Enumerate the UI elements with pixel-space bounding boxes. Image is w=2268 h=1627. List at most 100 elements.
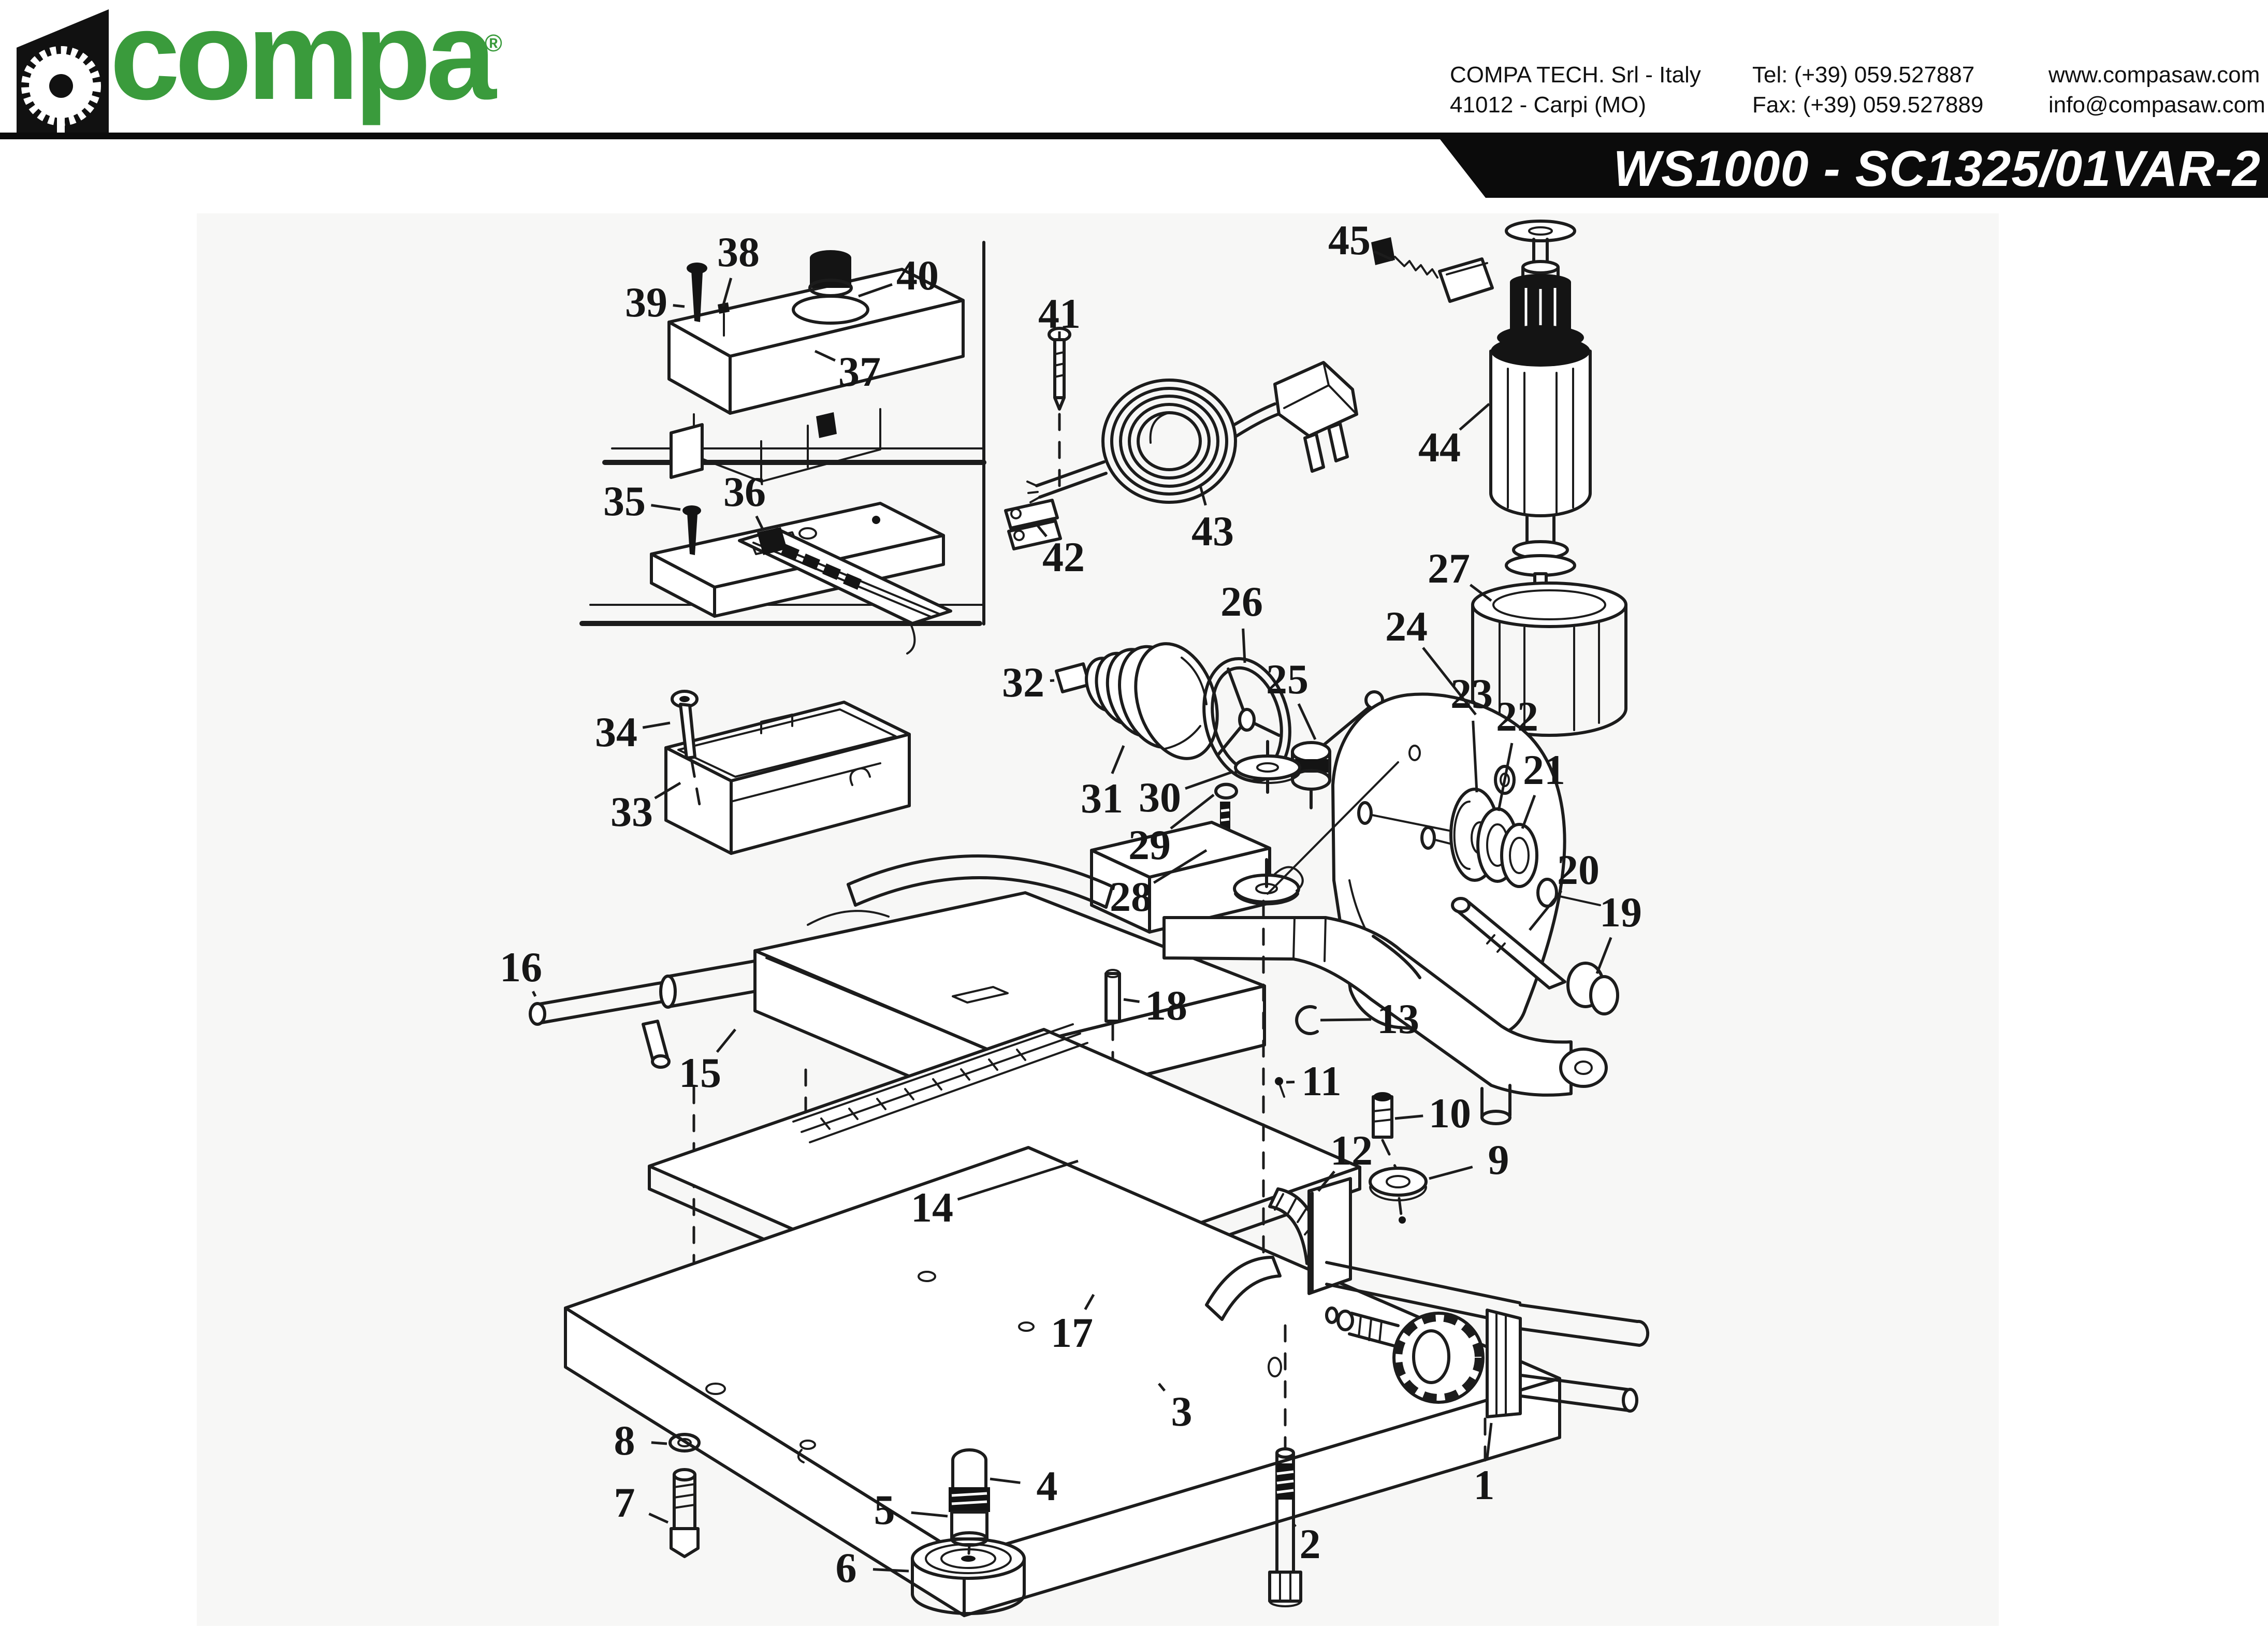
part-label-4: 4 [1036, 1462, 1058, 1509]
leader-line-21 [1521, 794, 1536, 829]
part-label-25: 25 [1266, 656, 1309, 703]
leader-lines [532, 250, 1612, 1573]
company-phone: Tel: (+39) 059.527887 Fax: (+39) 059.527… [1752, 60, 1983, 120]
part-label-26: 26 [1220, 578, 1263, 625]
wheel-ring-drawing [1202, 657, 1291, 783]
leader-line-12 [1317, 1170, 1335, 1192]
part-label-44: 44 [1418, 424, 1461, 471]
leader-line-31 [1111, 745, 1125, 774]
part-label-9: 9 [1488, 1136, 1509, 1183]
leader-line-17 [1084, 1294, 1095, 1311]
part-label-7: 7 [614, 1479, 635, 1526]
carbon-brush-drawing [1371, 237, 1494, 303]
part-label-43: 43 [1191, 507, 1234, 555]
base-drawing [564, 1146, 1561, 1617]
leader-line-15 [716, 1028, 736, 1053]
registered-trademark: ® [485, 30, 502, 56]
leader-line-38 [721, 278, 733, 307]
model-number: WS1000 - SC1325/01VAR-2 [1613, 140, 2261, 197]
leader-line-32 [1050, 679, 1055, 682]
company-city: 41012 - Carpi (MO) [1450, 92, 1647, 118]
part-label-10: 10 [1429, 1089, 1471, 1137]
company-name: COMPA TECH. Srl - Italy [1450, 62, 1701, 88]
leader-line-28 [1153, 849, 1208, 884]
part-label-33: 33 [610, 788, 653, 835]
leader-line-9 [1429, 1166, 1473, 1180]
fax-line: Fax: (+39) 059.527889 [1752, 92, 1984, 118]
part-label-12: 12 [1330, 1127, 1373, 1174]
leader-line-44 [1459, 403, 1490, 431]
leader-line-34 [642, 721, 671, 729]
part-label-28: 28 [1110, 873, 1152, 920]
part-label-24: 24 [1385, 603, 1428, 650]
part-label-32: 32 [1002, 659, 1044, 706]
leader-line-2 [1292, 1522, 1297, 1528]
leader-line-29 [1170, 794, 1215, 830]
part-label-36: 36 [723, 468, 766, 515]
part-label-40: 40 [896, 252, 939, 299]
part-label-19: 19 [1600, 889, 1642, 936]
leader-line-23 [1472, 720, 1478, 793]
leader-line-43 [1199, 485, 1207, 506]
leader-line-39 [673, 304, 685, 308]
bearing-washer-set-drawing [1449, 788, 1619, 1015]
leader-line-1 [1486, 1422, 1493, 1459]
bolt-grommet-drawing [1369, 1092, 1428, 1224]
leader-line-33 [654, 781, 681, 800]
model-banner: WS1000 - SC1325/01VAR-2 [1440, 139, 2268, 198]
brand-wordmark: compa [110, 0, 496, 126]
company-web: www.compasaw.com info@compasaw.com [2048, 60, 2265, 120]
leader-line-20 [1529, 890, 1563, 931]
website-link[interactable]: www.compasaw.com [2048, 62, 2260, 88]
compa-logo [17, 9, 109, 137]
part-label-29: 29 [1128, 821, 1171, 868]
part-label-45: 45 [1328, 216, 1371, 264]
leader-line-16 [532, 991, 537, 997]
leader-line-4 [990, 1477, 1021, 1484]
leader-line-8 [651, 1441, 667, 1445]
part-label-42: 42 [1042, 533, 1085, 580]
leader-line-14 [957, 1159, 1079, 1201]
part-label-41: 41 [1038, 290, 1081, 337]
company-address: COMPA TECH. Srl - Italy 41012 - Carpi (M… [1450, 60, 1701, 120]
part-label-38: 38 [717, 228, 760, 275]
leader-line-18 [1123, 998, 1140, 1003]
part-label-18: 18 [1145, 982, 1187, 1029]
leader-line-26 [1242, 628, 1246, 663]
handle-assembly-drawing [1307, 1177, 1650, 1462]
part-label-1: 1 [1473, 1461, 1495, 1508]
email-link[interactable]: info@compasaw.com [2048, 92, 2265, 118]
leader-line-3 [1158, 1383, 1166, 1392]
part-label-30: 30 [1139, 774, 1181, 821]
part-label-39: 39 [625, 279, 667, 326]
part-label-21: 21 [1523, 746, 1565, 793]
leader-line-27 [1469, 584, 1492, 602]
tel-line: Tel: (+39) 059.527887 [1752, 62, 1975, 88]
part-label-13: 13 [1377, 995, 1419, 1042]
switch-assembly-drawing [667, 250, 965, 483]
leader-line-30 [1185, 770, 1234, 790]
part-label-23: 23 [1450, 670, 1493, 717]
part-label-34: 34 [595, 708, 637, 756]
power-cable-drawing [1004, 327, 1358, 550]
part-label-3: 3 [1171, 1388, 1193, 1435]
part-label-16: 16 [500, 943, 542, 991]
leader-line-25 [1297, 703, 1317, 740]
part-label-31: 31 [1081, 775, 1123, 822]
part-label-5: 5 [874, 1486, 895, 1533]
leader-line-22 [1497, 743, 1514, 811]
switch-plate-drawing [650, 502, 952, 655]
leader-line-7 [648, 1513, 669, 1524]
leader-line-36 [755, 515, 765, 531]
header-rule [0, 133, 2268, 139]
leader-line-19 [1595, 937, 1612, 974]
leader-line-40 [858, 283, 893, 298]
part-label-22: 22 [1496, 693, 1538, 740]
vise-assembly-drawing [529, 821, 1271, 1278]
pulley-drawing [1055, 642, 1219, 760]
part-label-35: 35 [603, 477, 646, 525]
part-label-2: 2 [1299, 1520, 1321, 1567]
leader-line-37 [814, 350, 836, 362]
part-label-6: 6 [835, 1544, 857, 1591]
